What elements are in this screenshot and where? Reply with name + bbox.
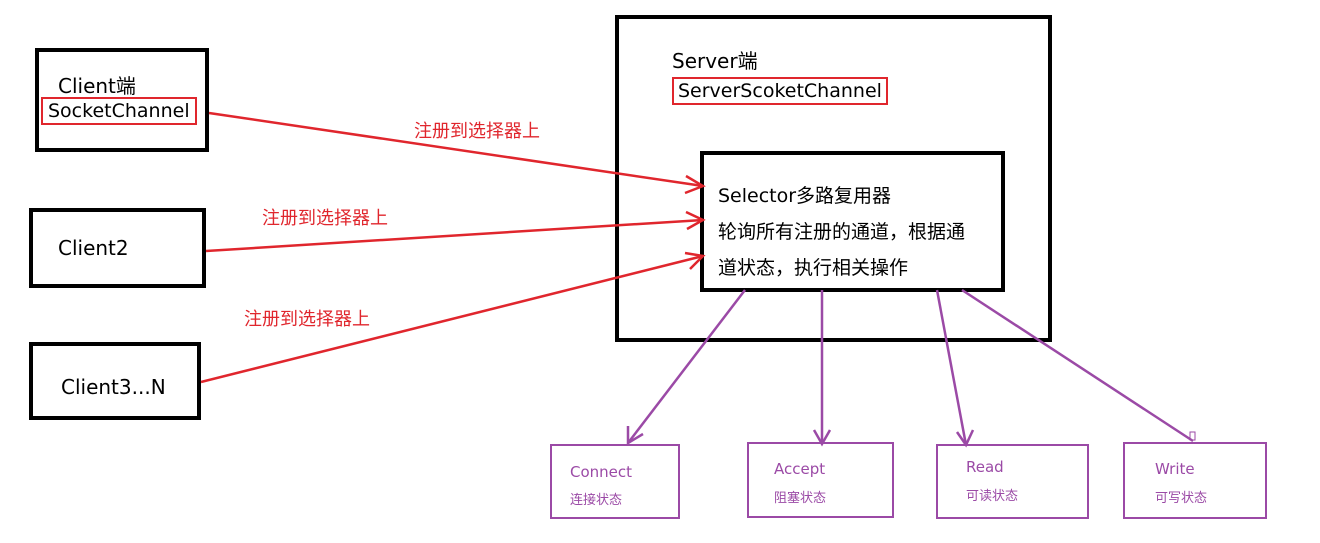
state-read-name: Read xyxy=(966,458,1004,476)
state-write-desc: 可写状态 xyxy=(1155,491,1208,506)
state-connect-box xyxy=(550,444,680,519)
write-arrow-handle xyxy=(1189,431,1196,441)
register-label-client1: 注册到选择器上 xyxy=(414,121,540,142)
register-label-client3: 注册到选择器上 xyxy=(244,309,370,330)
client1-title: Client端 xyxy=(58,74,136,98)
register-arrow-client3 xyxy=(200,251,706,384)
state-arrow-write xyxy=(961,288,1194,443)
state-connect-desc: 连接状态 xyxy=(570,493,623,508)
server-box xyxy=(615,15,1052,342)
state-connect-name: Connect xyxy=(570,463,633,481)
client2-box xyxy=(29,208,206,288)
client1-box xyxy=(35,48,209,152)
selector-desc-line2: 道状态，执行相关操作 xyxy=(718,257,909,279)
client3-label: Client3...N xyxy=(61,375,166,399)
selector-title: Selector多路复用器 xyxy=(718,185,892,207)
client2-label: Client2 xyxy=(58,236,129,260)
state-read-desc: 可读状态 xyxy=(966,489,1019,504)
state-read-box xyxy=(936,444,1089,519)
client1-socket-channel: SocketChannel xyxy=(41,97,197,125)
state-arrow-read xyxy=(935,289,975,448)
register-label-client2: 注册到选择器上 xyxy=(262,208,388,229)
state-accept-desc: 阻塞状态 xyxy=(774,491,827,506)
selector-desc-line1: 轮询所有注册的通道，根据通 xyxy=(718,221,966,243)
server-title: Server端 xyxy=(672,49,758,73)
state-arrow-accept xyxy=(812,290,832,447)
state-arrow-connect xyxy=(626,289,746,446)
state-accept-name: Accept xyxy=(774,460,826,478)
client3-box xyxy=(29,342,201,420)
state-write-name: Write xyxy=(1155,460,1195,478)
state-write-box xyxy=(1123,442,1267,519)
register-arrow-client1 xyxy=(208,111,706,195)
register-arrow-client2 xyxy=(205,210,706,253)
server-socket-channel: ServerScoketChannel xyxy=(672,77,888,105)
